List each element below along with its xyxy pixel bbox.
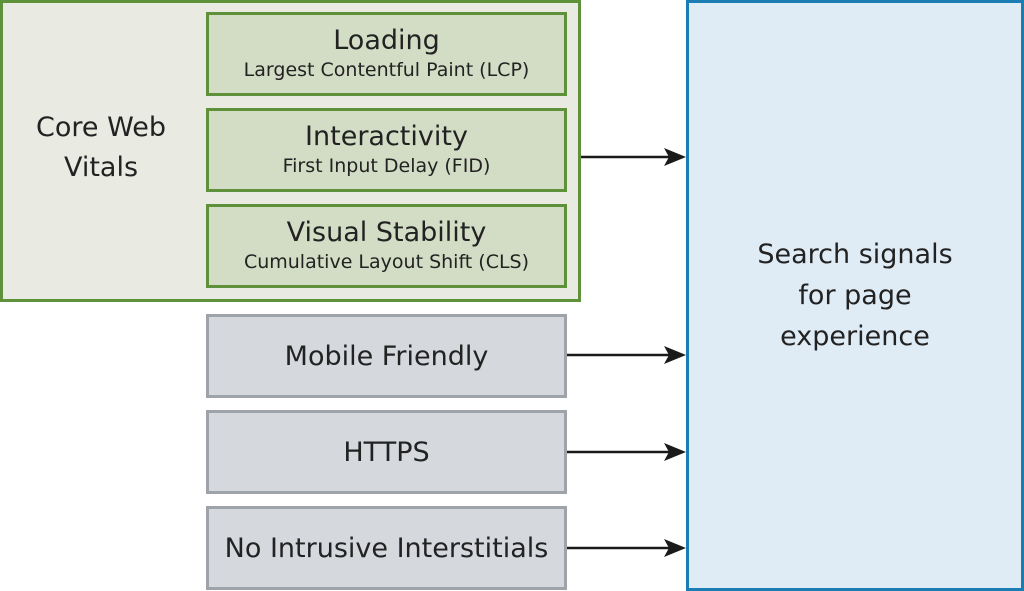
page-experience-target-box: Search signals for page experience xyxy=(686,0,1024,591)
signal-label: Mobile Friendly xyxy=(284,340,489,372)
signal-label: No Intrusive Interstitials xyxy=(224,532,549,564)
signal-label: HTTPS xyxy=(343,436,430,468)
core-web-vitals-label: Core Web Vitals xyxy=(36,112,166,183)
arrowhead-icon xyxy=(664,346,686,364)
metric-subtitle: First Input Delay (FID) xyxy=(282,155,491,177)
arrow-no-intrusive-interstitials xyxy=(567,539,686,557)
metric-subtitle: Largest Contentful Paint (LCP) xyxy=(243,59,530,81)
metric-box-loading: Loading Largest Contentful Paint (LCP) xyxy=(206,12,567,96)
arrow-core-web-vitals xyxy=(581,148,686,166)
metric-box-interactivity: Interactivity First Input Delay (FID) xyxy=(206,108,567,192)
metric-subtitle: Cumulative Layout Shift (CLS) xyxy=(243,251,530,273)
arrowhead-icon xyxy=(664,443,686,461)
metric-title: Visual Stability xyxy=(286,217,487,248)
signal-box-no-intrusive-interstitials: No Intrusive Interstitials xyxy=(206,506,567,590)
signal-box-mobile-friendly: Mobile Friendly xyxy=(206,314,567,398)
metric-title: Interactivity xyxy=(305,121,468,152)
metric-box-visual-stability: Visual Stability Cumulative Layout Shift… xyxy=(206,204,567,288)
arrowhead-icon xyxy=(664,148,686,166)
arrow-https xyxy=(567,443,686,461)
arrowhead-icon xyxy=(664,539,686,557)
signal-box-https: HTTPS xyxy=(206,410,567,494)
metric-title: Loading xyxy=(333,25,440,56)
target-label: Search signals for page experience xyxy=(757,239,953,352)
arrow-mobile-friendly xyxy=(567,346,686,364)
